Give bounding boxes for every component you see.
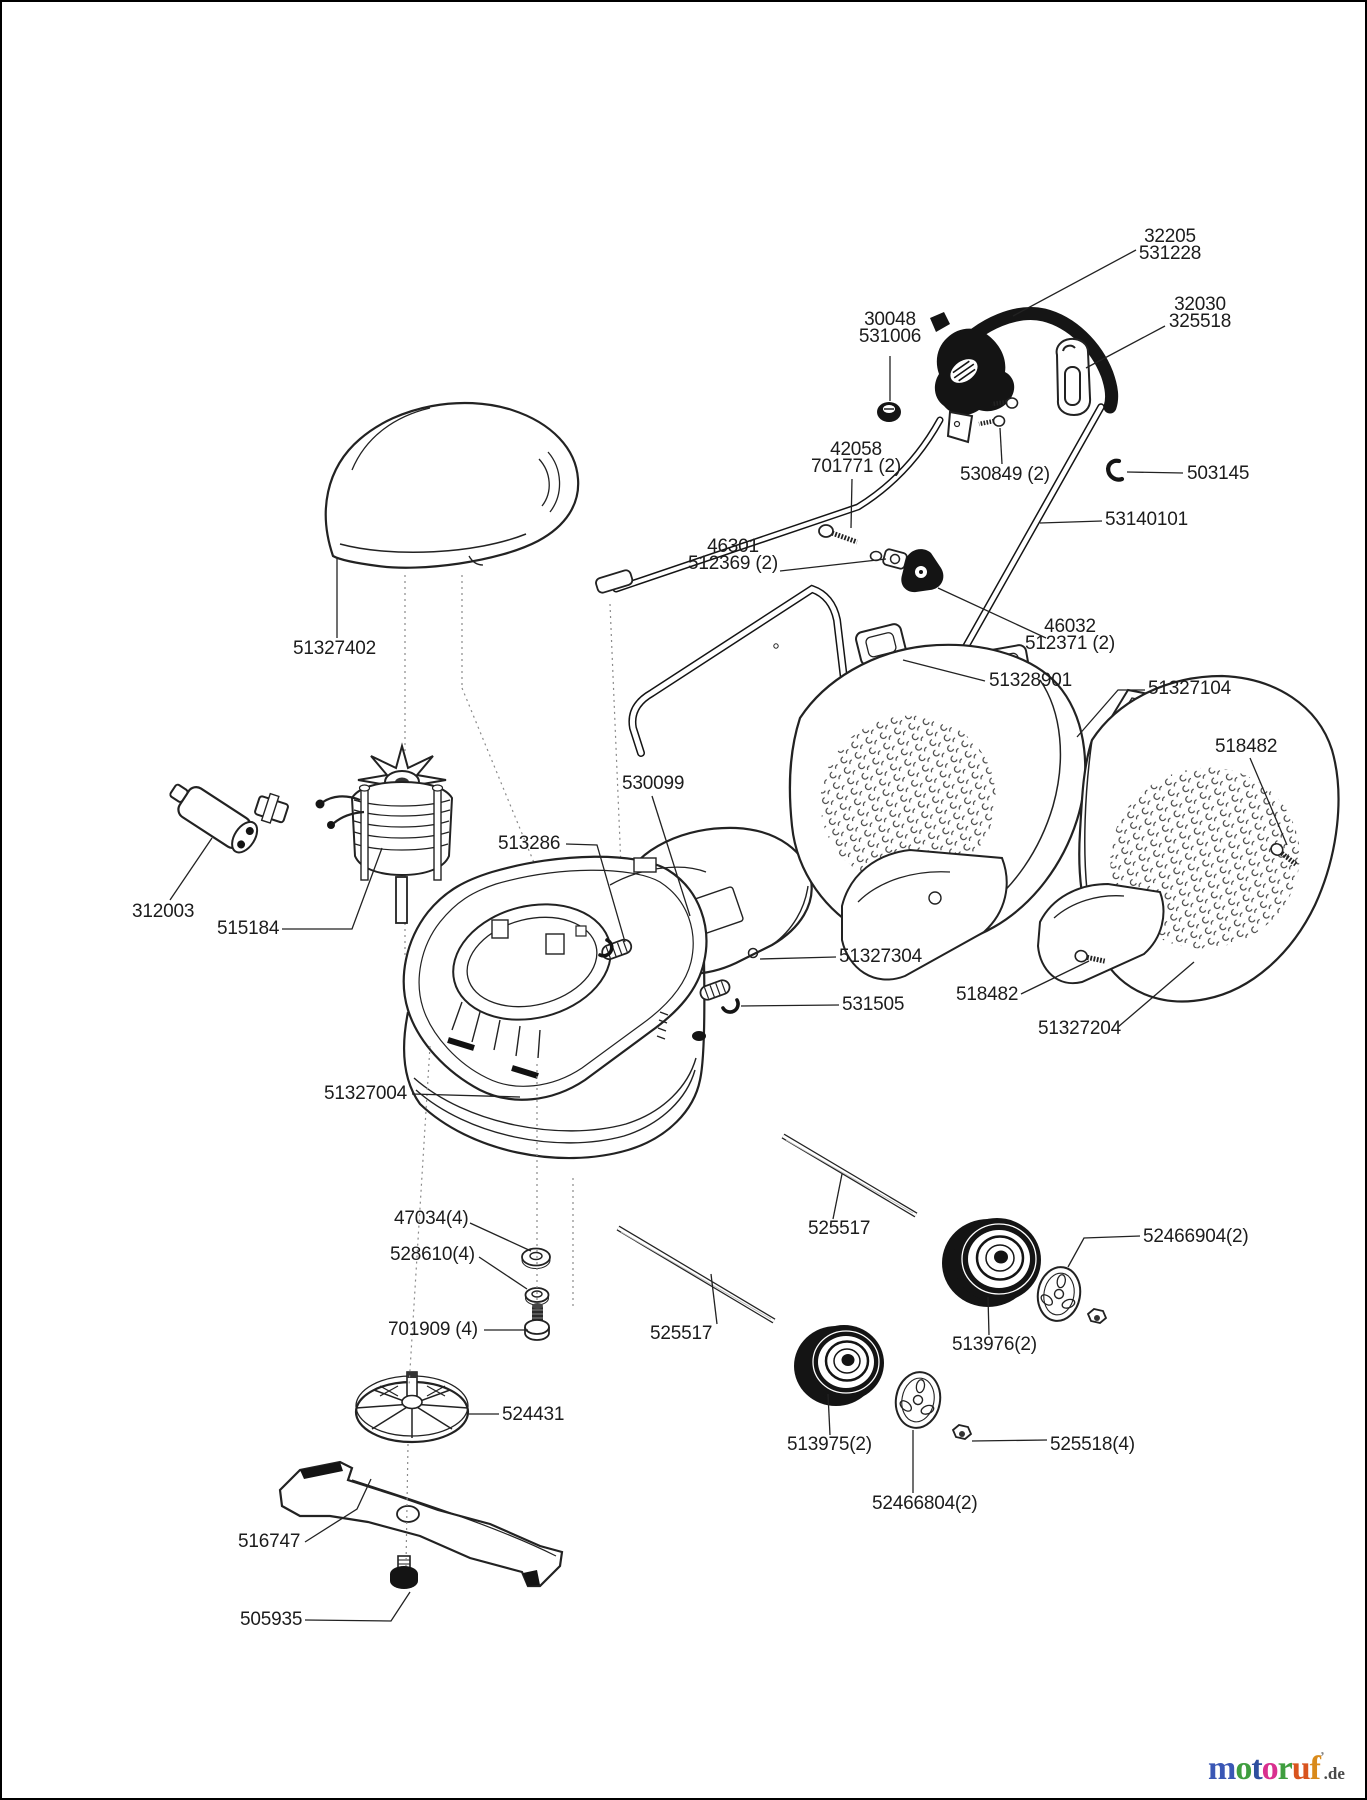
part-label-525518: 525518(4)	[1050, 1434, 1135, 1455]
connector-block	[254, 792, 289, 824]
hubcap-rear	[1036, 1266, 1082, 1322]
part-label-530849: 530849 (2)	[960, 464, 1050, 485]
bolt-701909	[524, 1303, 550, 1341]
spring-clip-513286	[598, 938, 633, 961]
knob-46032	[901, 549, 944, 593]
mower-deck	[402, 855, 708, 1160]
part-label-503145: 503145	[1187, 463, 1250, 484]
capacitor	[169, 783, 259, 854]
logo-letter: m	[1208, 1750, 1236, 1787]
wheel-nuts	[951, 1308, 1108, 1440]
blade-bolt-hole	[396, 1505, 420, 1523]
leader-lines	[169, 249, 1288, 1622]
c-clip-503145	[1106, 458, 1125, 482]
motor-hood-cover	[324, 401, 580, 569]
lower-tube-left	[595, 416, 944, 594]
part-label-516747: 516747	[238, 1531, 301, 1552]
part-label-46032-512371: 46032 512371 (2)	[1025, 616, 1115, 654]
part-label-513286: 513286	[498, 833, 561, 854]
part-label-47034: 47034(4)	[394, 1208, 469, 1229]
deck-skirt	[402, 961, 706, 1160]
part-label-528610: 528610(4)	[390, 1244, 475, 1265]
screws-530849	[978, 397, 1019, 427]
part-label-52466804: 52466804(2)	[872, 1493, 978, 1514]
part-label-32030-325518: 32030 325518	[1168, 294, 1232, 332]
logo-letter: t	[1251, 1750, 1262, 1787]
part-label-531505: 531505	[842, 994, 905, 1015]
logo-letter: f	[1309, 1750, 1321, 1787]
deck-fasteners	[521, 1247, 551, 1341]
part-label-312003: 312003	[132, 901, 195, 922]
hubcap-front	[894, 1371, 942, 1429]
part-label-52466904: 52466904(2)	[1143, 1226, 1249, 1247]
switch-housing	[930, 312, 1015, 444]
baffle-scoop-outer	[1036, 882, 1165, 985]
part-label-51327402: 51327402	[293, 638, 376, 659]
wheel-axle-rear	[781, 1133, 918, 1218]
part-label-524431: 524431	[502, 1404, 565, 1425]
motor	[315, 742, 454, 924]
part-label-513976: 513976(2)	[952, 1334, 1037, 1355]
logo-letter: o	[1235, 1750, 1252, 1787]
part-label-525517-a: 525517	[808, 1218, 871, 1239]
motor-shaft	[395, 876, 408, 924]
knob-30048	[877, 402, 901, 422]
wheel-front	[794, 1325, 884, 1406]
wheel-axle-front	[616, 1225, 776, 1324]
clamp-46301	[869, 548, 908, 570]
screw-42058	[818, 524, 858, 545]
part-label-525517-b: 525517	[650, 1323, 713, 1344]
part-label-518482-top: 518482	[1215, 736, 1278, 757]
spring-clip-531505	[699, 979, 740, 1014]
part-label-51327004: 51327004	[324, 1083, 407, 1104]
motor-cover-outer	[1078, 674, 1340, 1003]
part-label-46301-512369: 46301 512369 (2)	[688, 536, 778, 574]
part-label-51327204: 51327204	[1038, 1018, 1121, 1039]
blade-adapter-fan	[354, 1371, 470, 1444]
screw-518482-top	[1270, 842, 1298, 867]
part-label-53140101: 53140101	[1105, 509, 1188, 530]
logo-letter: r	[1277, 1750, 1293, 1787]
part-label-51327304: 51327304	[839, 946, 922, 967]
wheel-rear	[942, 1218, 1041, 1307]
part-label-701909: 701909 (4)	[388, 1319, 478, 1340]
baffle-scoop-inner	[841, 848, 1008, 981]
part-label-530099: 530099	[622, 773, 685, 794]
part-label-518482-mid: 518482	[956, 984, 1019, 1005]
part-label-51328901: 51328901	[989, 670, 1072, 691]
motoruf-logo: motoruf’.de	[1208, 1750, 1363, 1788]
part-label-505935: 505935	[240, 1609, 303, 1630]
cable-clip	[1055, 337, 1092, 417]
logo-letter: o	[1261, 1750, 1279, 1787]
screw-518482-mid	[1074, 949, 1106, 964]
part-label-51327104: 51327104	[1148, 678, 1231, 699]
blade	[278, 1460, 564, 1588]
part-label-515184: 515184	[217, 918, 280, 939]
part-label-42058-701771: 42058 701771 (2)	[811, 439, 901, 477]
logo-tld: .de	[1323, 1764, 1345, 1783]
logo-letter: u	[1291, 1750, 1311, 1787]
alignment-dotted-lines-front	[405, 1045, 574, 1567]
blade-bolt	[390, 1555, 418, 1589]
part-label-513975: 513975(2)	[787, 1434, 872, 1455]
part-label-30048-531006: 30048 531006	[858, 309, 922, 347]
logo-mark: ’	[1320, 1750, 1325, 1765]
handle-bar	[949, 307, 1119, 414]
part-label-32205-531228: 32205 531228	[1138, 226, 1202, 264]
